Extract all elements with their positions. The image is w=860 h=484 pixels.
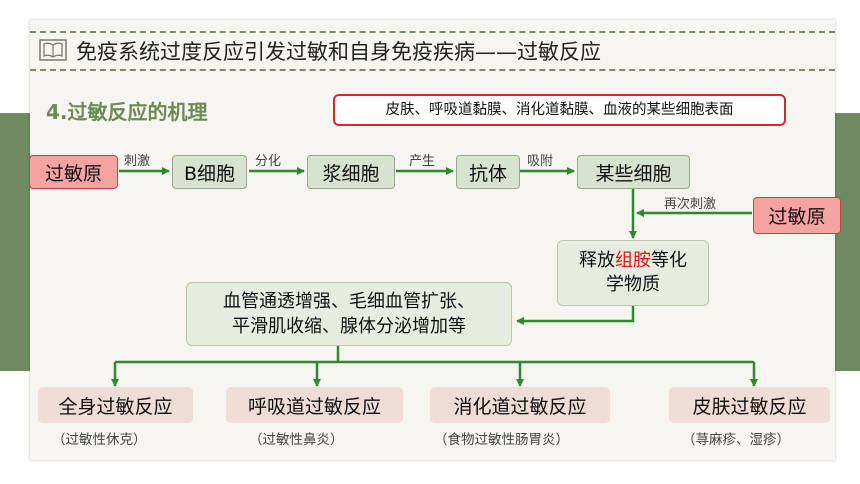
book-icon: [39, 39, 67, 61]
node-certain-cells: 某些细胞: [577, 155, 690, 189]
edge-label-restimulate: 再次刺激: [664, 197, 717, 212]
highlight-histamine: 组胺: [615, 250, 651, 271]
section-subtitle: 4.过敏反应的机理: [46, 100, 208, 124]
arrow-release-to-effects: [516, 306, 635, 325]
node-b-cell: B细胞: [172, 155, 247, 189]
edge-label-produce: 产生: [409, 154, 436, 169]
outcome-respiratory: 呼吸道过敏反应: [226, 387, 403, 423]
edge-label-adsorb: 吸附: [527, 154, 554, 169]
outcome-example-respiratory: （过敏性鼻炎）: [249, 432, 344, 448]
node-allergen-again: 过敏原: [753, 197, 841, 234]
node-allergen: 过敏原: [29, 155, 118, 189]
node-plasma-cell: 浆细胞: [307, 155, 395, 189]
edge-label-stimulate: 刺激: [124, 154, 151, 169]
page-title: 免疫系统过度反应引发过敏和自身免疫疾病——过敏反应: [76, 40, 601, 64]
outcome-systemic: 全身过敏反应: [38, 387, 193, 423]
title-bar: [30, 31, 835, 71]
edge-label-differentiate: 分化: [255, 154, 282, 169]
outcome-example-skin: （荨麻疹、湿疹）: [682, 432, 790, 448]
outcome-example-systemic: （过敏性休克）: [52, 432, 147, 448]
outcome-example-digestive: （食物过敏性肠胃炎）: [434, 432, 569, 448]
node-physiological-effects: 血管通透增强、毛细血管扩张、 平滑肌收缩、腺体分泌增加等: [186, 282, 512, 346]
node-antibody: 抗体: [456, 155, 520, 189]
node-release-chemicals: 释放组胺等化 学物质: [557, 240, 709, 306]
outcome-skin: 皮肤过敏反应: [669, 387, 830, 423]
note-callout: 皮肤、呼吸道黏膜、消化道黏膜、血液的某些细胞表面: [333, 94, 786, 126]
outcome-digestive: 消化道过敏反应: [430, 387, 610, 423]
